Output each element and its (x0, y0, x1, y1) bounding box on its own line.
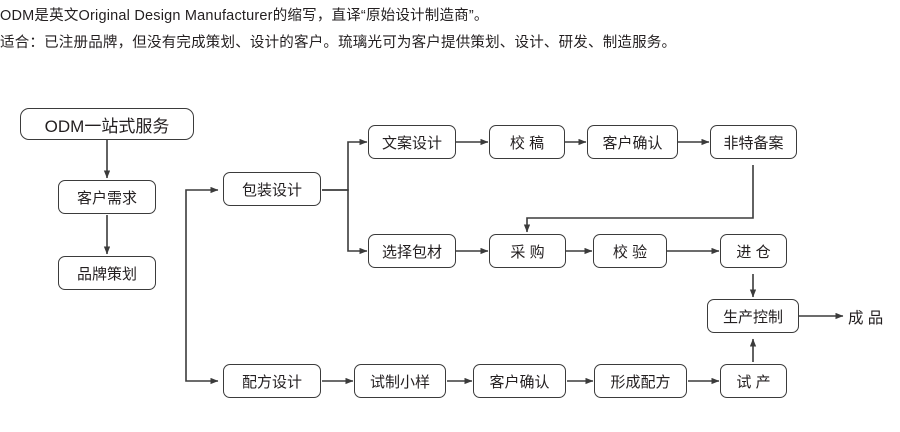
node-formula-design[interactable]: 配方设计 (223, 364, 321, 398)
node-trial-sample[interactable]: 试制小样 (354, 364, 446, 398)
node-warehouse-in[interactable]: 进 仓 (720, 234, 787, 268)
node-customer-demand[interactable]: 客户需求 (58, 180, 156, 214)
node-choose-packaging[interactable]: 选择包材 (368, 234, 456, 268)
node-package-design[interactable]: 包装设计 (223, 172, 321, 206)
node-form-formula[interactable]: 形成配方 (594, 364, 687, 398)
node-brand-planning[interactable]: 品牌策划 (58, 256, 156, 290)
intro-line-2: 适合：已注册品牌，但没有完成策划、设计的客户。琉璃光可为客户提供策划、设计、研发… (0, 35, 677, 51)
node-trial-production[interactable]: 试 产 (720, 364, 787, 398)
node-customer-confirm-bottom[interactable]: 客户确认 (473, 364, 566, 398)
label-finished-product: 成 品 (848, 310, 884, 327)
node-copy-design[interactable]: 文案设计 (368, 125, 456, 159)
node-production-control[interactable]: 生产控制 (707, 299, 799, 333)
node-odm-one-stop-service[interactable]: ODM一站式服务 (20, 108, 194, 140)
node-customer-confirm-top[interactable]: 客户确认 (587, 125, 678, 159)
node-non-special-filing[interactable]: 非特备案 (710, 125, 797, 159)
node-purchase[interactable]: 采 购 (489, 234, 566, 268)
intro-line-1: ODM是英文Original Design Manufacturer的缩写，直译… (0, 8, 489, 24)
node-inspection[interactable]: 校 验 (593, 234, 667, 268)
node-proofreading[interactable]: 校 稿 (489, 125, 565, 159)
